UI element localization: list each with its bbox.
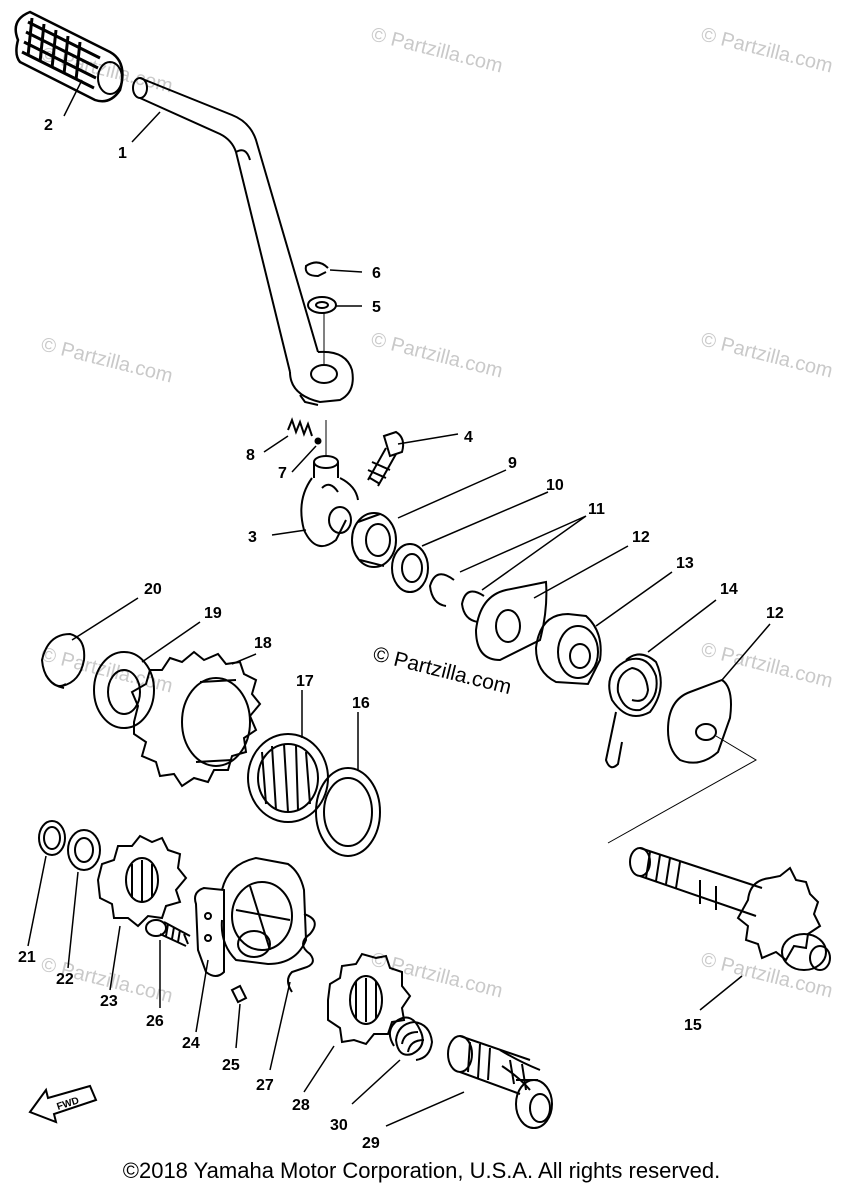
callout-22: 22 xyxy=(56,971,74,988)
callout-10: 10 xyxy=(546,477,564,494)
callout-18: 18 xyxy=(254,635,272,652)
callout-17: 17 xyxy=(296,673,314,690)
callout-12: 12 xyxy=(766,605,784,622)
leader-lines xyxy=(27,79,771,1127)
callout-21: 21 xyxy=(18,949,36,966)
callout-4: 4 xyxy=(464,429,473,446)
callout-29: 29 xyxy=(362,1135,380,1150)
part-28-clip-gear xyxy=(327,952,412,1046)
callout-15: 15 xyxy=(684,1017,702,1034)
part-3-kick-boss xyxy=(300,455,359,548)
part-15-kick-shaft xyxy=(629,847,831,971)
part-29-kick-axle xyxy=(447,1035,553,1129)
watermark: © Partzilla.com xyxy=(699,329,835,383)
callout-2: 2 xyxy=(44,117,53,134)
part-11-circlips xyxy=(428,573,485,623)
watermark: © Partzilla.com xyxy=(699,24,835,78)
callout-24: 24 xyxy=(182,1035,200,1052)
part-1-kick-lever xyxy=(132,77,354,406)
watermarks: © Partzilla.com © Partzilla.com © Partzi… xyxy=(39,24,835,1008)
part-20-circlip xyxy=(40,632,86,689)
callout-12: 12 xyxy=(632,529,650,546)
part-19-washer xyxy=(93,651,155,729)
callout-8: 8 xyxy=(246,447,255,464)
part-13-spring-guide xyxy=(534,612,602,686)
watermark: © Partzilla.com xyxy=(369,24,505,78)
copyright-notice: ©2018 Yamaha Motor Corporation, U.S.A. A… xyxy=(122,1158,721,1183)
part-22-washer xyxy=(67,829,101,871)
callout-26: 26 xyxy=(146,1013,164,1030)
part-2-grip xyxy=(14,10,124,103)
callout-27: 27 xyxy=(256,1077,274,1094)
part-7-ball xyxy=(314,437,322,445)
part-12-plate xyxy=(474,580,548,662)
callout-25: 25 xyxy=(222,1057,240,1074)
watermark: © Partzilla.com xyxy=(39,334,175,388)
callout-28: 28 xyxy=(292,1097,310,1114)
watermark: © Partzilla.com xyxy=(699,639,835,693)
part-8-spring xyxy=(287,417,313,437)
part-6-circlip xyxy=(304,261,329,278)
callout-11: 11 xyxy=(588,501,605,518)
part-24-stopper-plate xyxy=(194,856,308,977)
part-25-pin xyxy=(230,984,248,1004)
callout-14: 14 xyxy=(720,581,738,598)
callout-3: 3 xyxy=(248,529,257,546)
callout-9: 9 xyxy=(508,455,517,472)
part-30-coil-spring xyxy=(388,1016,434,1061)
callout-16: 16 xyxy=(352,695,370,712)
part-12-plate xyxy=(666,678,732,764)
watermark: © Partzilla.com xyxy=(369,949,505,1003)
part-4-bolt xyxy=(367,430,405,487)
callout-7: 7 xyxy=(278,465,287,482)
callout-6: 6 xyxy=(372,265,381,282)
assembly-line xyxy=(607,735,757,844)
callout-19: 19 xyxy=(204,605,222,622)
part-26-bolt xyxy=(145,919,191,947)
kick-starter-exploded-diagram: © Partzilla.com © Partzilla.com © Partzi… xyxy=(14,10,835,1150)
watermark-center: © Partzilla.com xyxy=(371,643,514,700)
part-9-oil-seal xyxy=(351,512,397,568)
callout-5: 5 xyxy=(372,299,381,316)
callout-labels: 2 1 6 5 4 8 7 3 9 10 11 12 13 14 12 15 2… xyxy=(18,117,784,1150)
watermark: © Partzilla.com xyxy=(369,329,505,383)
part-18-kick-gear xyxy=(130,650,262,788)
part-10-washer xyxy=(391,543,429,593)
part-14-torsion-spring xyxy=(604,653,662,769)
part-21-circlip xyxy=(38,820,66,856)
callout-23: 23 xyxy=(100,993,118,1010)
fwd-arrow-icon: FWD xyxy=(28,1084,98,1124)
callout-13: 13 xyxy=(676,555,694,572)
part-23-idle-gear xyxy=(96,834,188,928)
callout-20: 20 xyxy=(144,581,162,598)
callout-30: 30 xyxy=(330,1117,348,1134)
callout-1: 1 xyxy=(118,145,127,162)
part-16-washer xyxy=(315,767,381,857)
part-27-spring-clip xyxy=(287,913,316,993)
part-5-washer xyxy=(307,296,337,314)
